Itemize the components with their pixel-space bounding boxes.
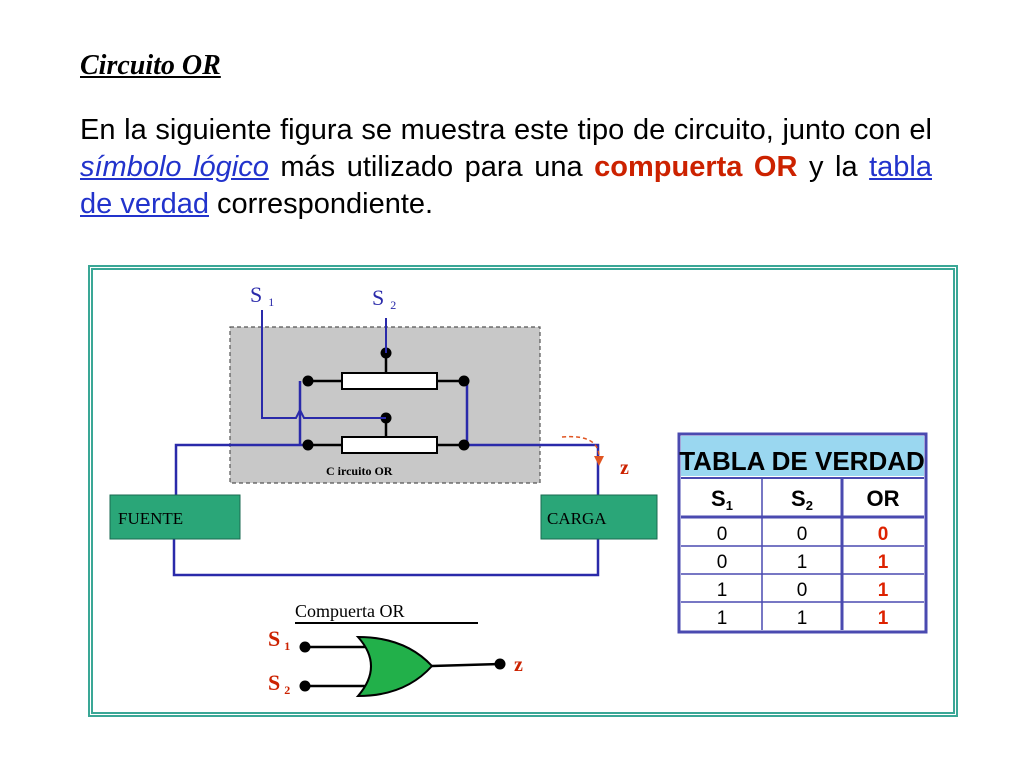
gate-in2-letter: S	[268, 670, 280, 695]
gate-in1-letter: S	[268, 626, 280, 651]
gate-output-wire	[431, 662, 501, 668]
load-label: CARGA	[547, 509, 607, 528]
switch-s2-contact-left	[302, 439, 314, 451]
switch-s1-contact-right	[458, 375, 470, 387]
source-label: FUENTE	[118, 509, 183, 528]
paragraph-text-2: más utilizado para una	[268, 151, 595, 183]
circuit-s2-sub: 2	[390, 298, 396, 312]
tt-r2-c2: 1	[878, 580, 889, 601]
svg-text:S2: S2	[372, 285, 396, 312]
tt-r1-c2: 1	[878, 552, 889, 573]
truth-table-title-bg	[681, 436, 924, 476]
truth-table-link[interactable]: tabla de verdad	[80, 151, 932, 220]
wire-bottom-return	[172, 539, 600, 577]
tt-r1-c1: 1	[797, 552, 808, 573]
output-arrow	[561, 435, 600, 457]
intro-paragraph: En la siguiente figura se muestra este t…	[80, 112, 932, 223]
switch-s1-contact-left	[302, 375, 314, 387]
gate-in1-sub: 1	[284, 639, 290, 653]
switch-s1-bar	[341, 372, 438, 390]
tt-r1-c0: 0	[717, 552, 728, 573]
control-line-s1	[261, 310, 386, 419]
tt-r0-c2: 0	[878, 524, 889, 545]
circuit-output-label: z	[620, 457, 629, 479]
page-title: Circuito OR	[80, 50, 221, 81]
tt-header-or: OR	[867, 486, 900, 511]
source-block	[109, 494, 241, 540]
tt-r3-c1: 1	[797, 608, 808, 629]
tt-header-s1-sub: 1	[726, 498, 733, 513]
tt-r0-c1: 0	[797, 524, 808, 545]
load-block	[540, 494, 658, 540]
circuit-s1-sub: 1	[268, 295, 274, 309]
switch-s2-bar	[341, 436, 438, 454]
figure-frame	[88, 265, 958, 717]
gate-title: Compuerta OR	[295, 601, 405, 621]
tt-header-s2-letter: S	[791, 486, 806, 511]
svg-text:S1: S1	[250, 282, 274, 309]
svg-text:S2: S2	[791, 486, 813, 513]
or-gate-shape	[355, 635, 434, 698]
svg-text:S1: S1	[711, 486, 733, 513]
circuit-s2-letter: S	[372, 285, 384, 310]
circuit-box-label: C ircuito OR	[326, 464, 393, 478]
tt-header-s1-letter: S	[711, 486, 726, 511]
gate-in2-sub: 2	[284, 683, 290, 697]
paragraph-text-3: y la	[797, 151, 870, 183]
svg-text:S1: S1	[268, 626, 290, 653]
tt-r0-c0: 0	[717, 524, 728, 545]
wire-load-top	[464, 443, 600, 495]
wire-source-top	[174, 443, 308, 495]
paragraph-text-4: correspondiente.	[209, 188, 434, 220]
truth-table: TABLA DE VERDAD S1 S2 OR 0 0 0 0 1 1 1 0…	[677, 432, 928, 634]
gate-output-label: z	[514, 654, 523, 676]
logic-symbol-link[interactable]: símbolo lógico	[80, 151, 269, 183]
circuit-s1-letter: S	[250, 282, 262, 307]
or-gate-emphasis: compuerta OR	[594, 151, 798, 183]
tt-r3-c2: 1	[878, 608, 889, 629]
truth-table-title: TABLA DE VERDAD	[679, 446, 925, 476]
tt-header-s2-sub: 2	[806, 498, 813, 513]
output-arrow-head	[594, 456, 604, 466]
paragraph-text-1: En la siguiente figura se muestra este t…	[80, 114, 932, 146]
svg-text:S2: S2	[268, 670, 290, 697]
switch-s2-contact-right	[458, 439, 470, 451]
tt-r2-c0: 1	[717, 580, 728, 601]
tt-r3-c0: 1	[717, 608, 728, 629]
tt-r2-c1: 0	[797, 580, 808, 601]
